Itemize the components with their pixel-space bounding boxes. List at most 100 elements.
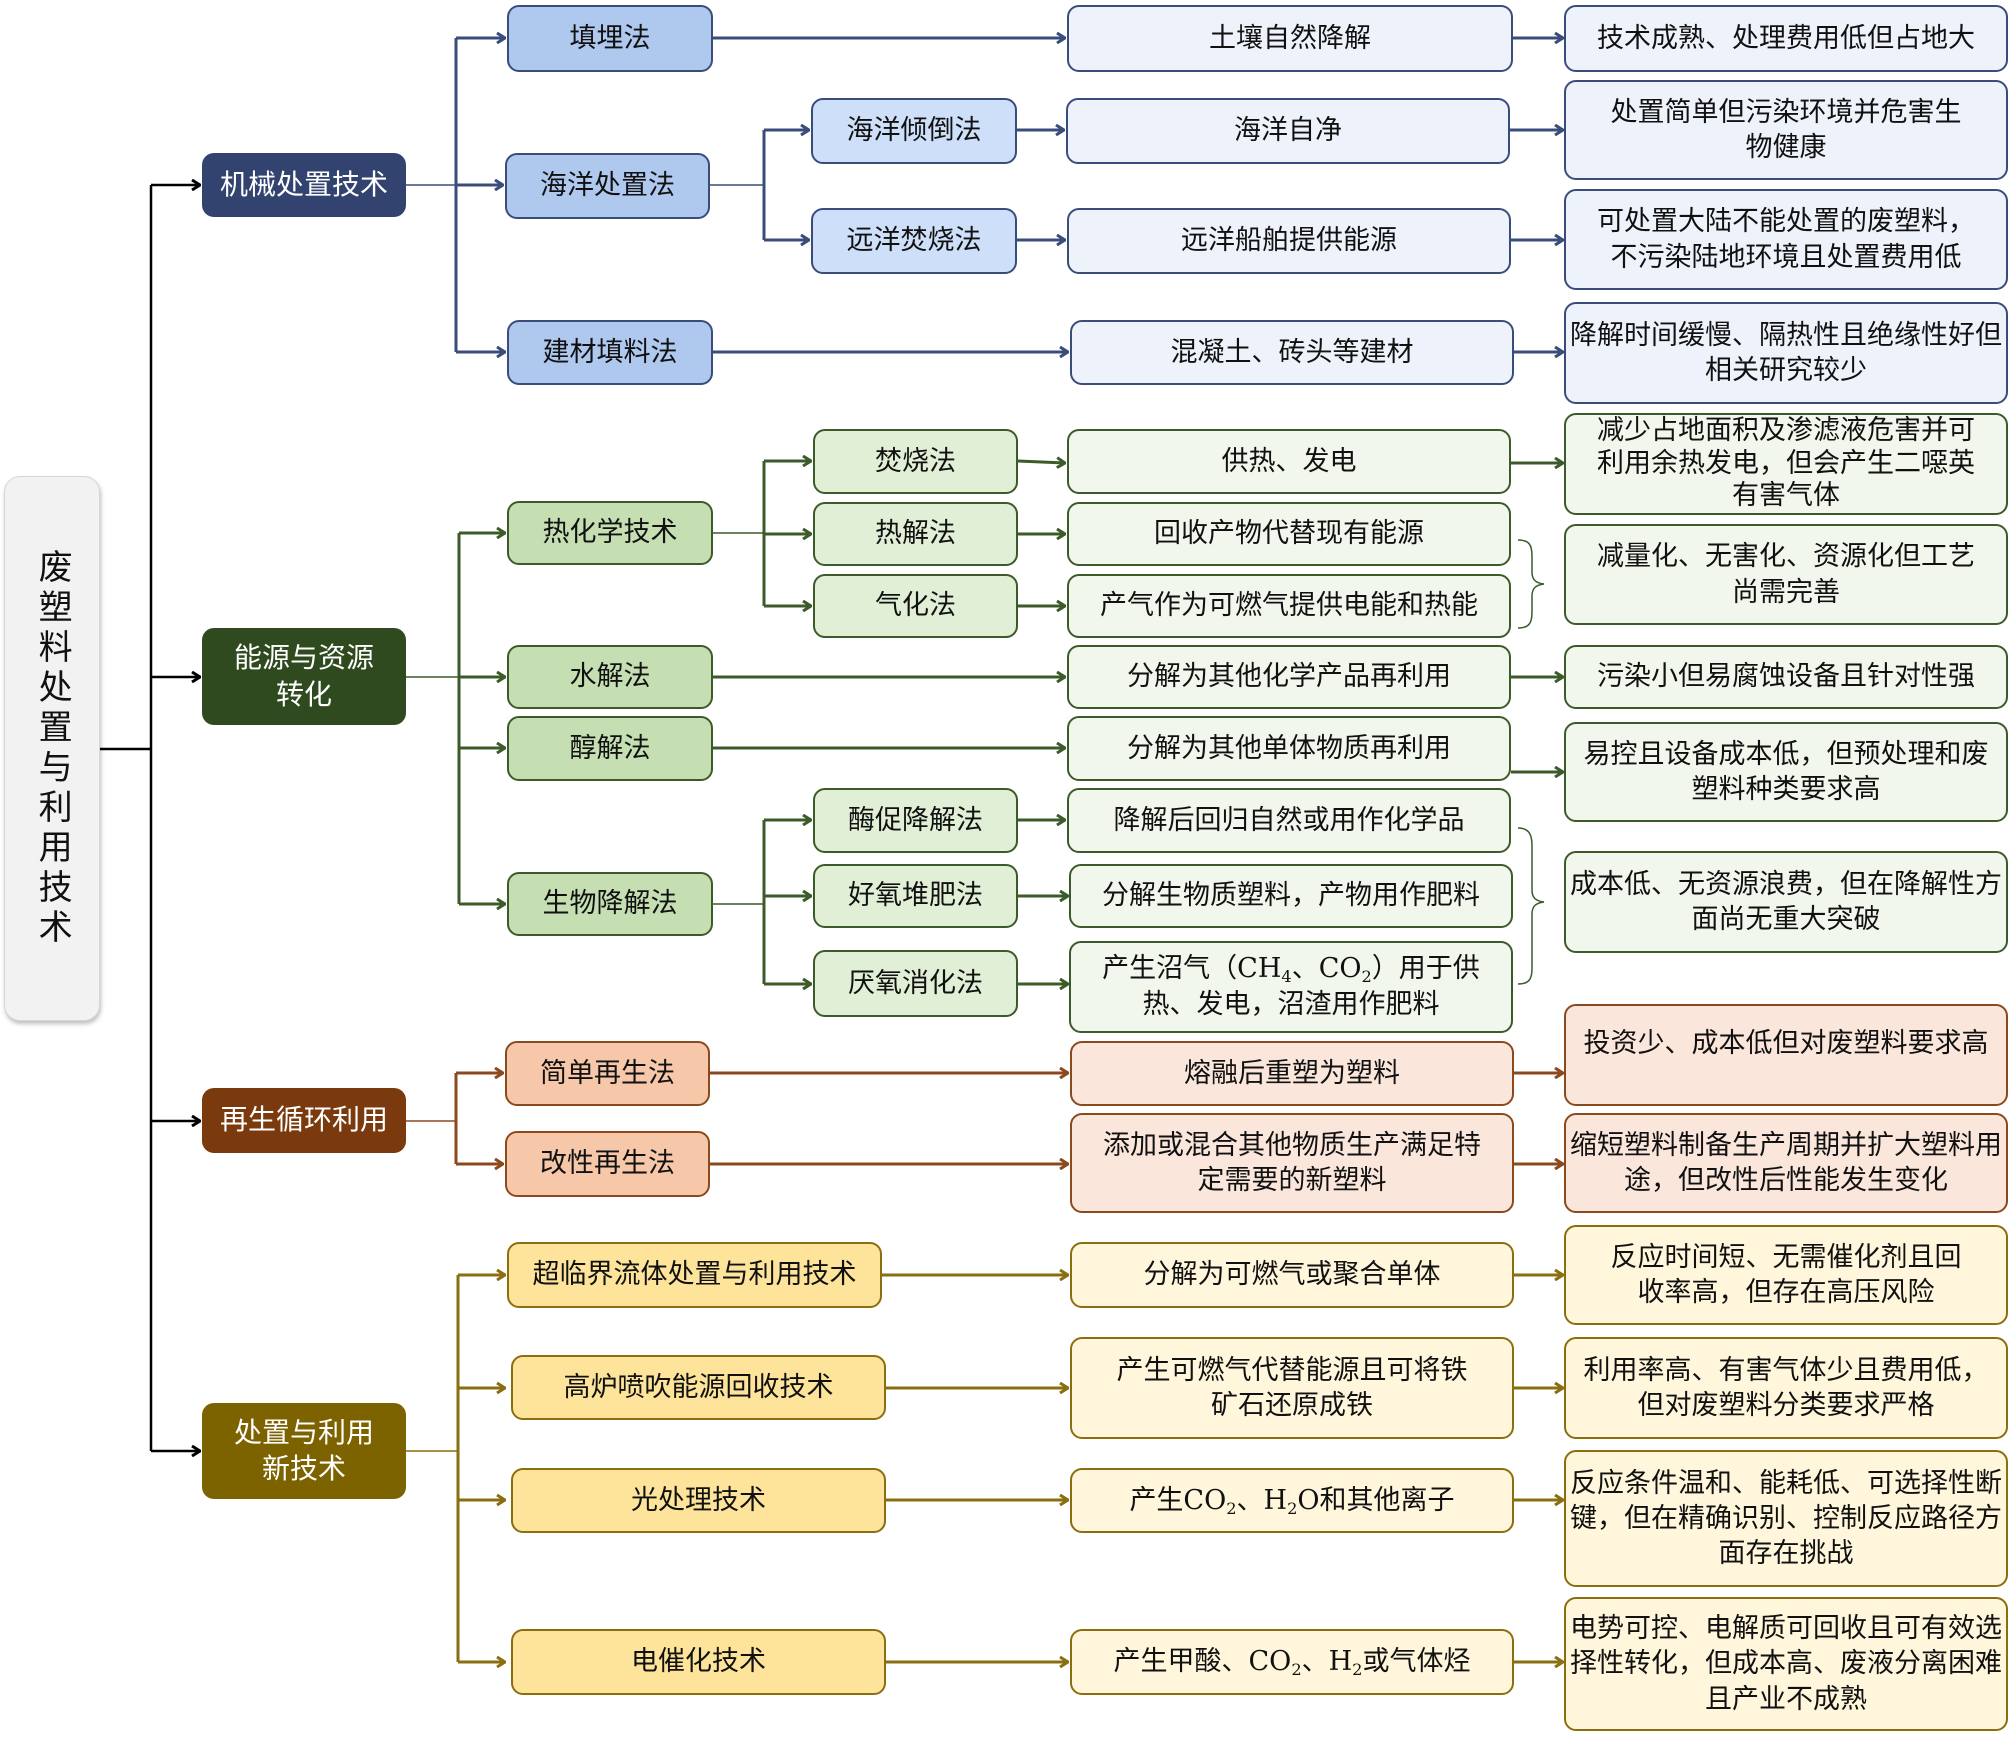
method-simple-recycling: 简单再生法	[505, 1041, 710, 1106]
result-gasification: 产气作为可燃气提供电能和热能	[1067, 574, 1511, 638]
text-part: 产生沼气（CH	[1102, 953, 1282, 985]
subscript: 2	[1361, 967, 1372, 987]
assessment-label: 缩短塑料制备生产周期并扩大塑料用途，但改性后性能发生变化	[1570, 1129, 2002, 1196]
assessment-landfill: 技术成熟、处理费用低但占地大	[1564, 5, 2008, 72]
method-ocean-incineration: 远洋焚烧法	[811, 208, 1017, 274]
result-building-fill: 混凝土、砖头等建材	[1070, 320, 1514, 385]
result-label: 混凝土、砖头等建材	[1170, 336, 1414, 368]
result-hydrolysis: 分解为其他化学产品再利用	[1067, 645, 1511, 709]
result-label: 回收产物代替现有能源	[1154, 518, 1424, 550]
assessment-label: 减量化、无害化、资源化但工艺尚需完善	[1597, 541, 1975, 608]
assessment-label: 电势可控、电解质可回收且可有效选择性转化，但成本高、废液分离困难且产业不成熟	[1570, 1613, 2002, 1715]
method-label: 海洋倾倒法	[846, 115, 982, 147]
method-photo: 光处理技术	[511, 1468, 886, 1533]
result-incineration: 供热、发电	[1067, 429, 1511, 494]
assessment-label: 降解时间缓慢、隔热性且绝缘性好但相关研究较少	[1570, 319, 2002, 386]
category-new-tech: 处置与利用新技术	[202, 1403, 406, 1499]
method-alcoholysis: 醇解法	[507, 716, 713, 781]
result-enzymatic: 降解后回归自然或用作化学品	[1067, 788, 1511, 853]
assessment-supercritical: 反应时间短、无需催化剂且回收率高，但存在高压风险	[1564, 1225, 2008, 1325]
assessment-alcoholysis: 易控且设备成本低，但预处理和废塑料种类要求高	[1564, 722, 2008, 822]
text-part: ）用于供热、发电，沼渣用作肥料	[1142, 953, 1480, 1021]
result-label: 熔融后重塑为塑料	[1184, 1057, 1400, 1089]
method-label: 生物降解法	[542, 888, 678, 920]
method-enzymatic: 酶促降解法	[813, 788, 1018, 853]
result-anaerobic: 产生沼气（CH4、CO2）用于供热、发电，沼渣用作肥料	[1069, 941, 1513, 1033]
result-pyrolysis: 回收产物代替现有能源	[1067, 502, 1511, 566]
result-label: 产生沼气（CH4、CO2）用于供热、发电，沼渣用作肥料	[1101, 951, 1481, 1022]
text-part: 产生甲酸、CO	[1113, 1646, 1292, 1678]
assessment-label: 反应时间短、无需催化剂且回收率高，但存在高压风险	[1610, 1241, 1962, 1308]
method-blast-furnace: 高炉喷吹能源回收技术	[511, 1355, 886, 1420]
method-label: 热解法	[875, 518, 956, 550]
assessment-ocean-dumping: 处置简单但污染环境并危害生物健康	[1564, 80, 2008, 180]
result-label: 分解为可燃气或聚合单体	[1143, 1259, 1441, 1291]
assessment-label: 利用率高、有害气体少且费用低，但对废塑料分类要求严格	[1583, 1354, 1989, 1421]
text-part: 产生CO	[1129, 1484, 1227, 1516]
result-label: 供热、发电	[1221, 445, 1357, 477]
assessment-pyrolysis-gasification: 减量化、无害化、资源化但工艺尚需完善	[1564, 524, 2008, 625]
method-landfill: 填埋法	[507, 5, 713, 72]
category-energy: 能源与资源转化	[202, 628, 406, 725]
assessment-label: 可处置大陆不能处置的废塑料， 不污染陆地环境且处置费用低	[1597, 206, 1975, 273]
root-node: 废塑料处置与利用技术	[4, 476, 100, 1021]
method-label: 焚烧法	[875, 445, 956, 477]
subscript: 2	[1226, 1498, 1237, 1518]
result-label: 海洋自净	[1234, 115, 1342, 147]
assessment-hydrolysis: 污染小但易腐蚀设备且针对性强	[1564, 645, 2008, 709]
assessment-photo: 反应条件温和、能耗低、可选择性断键，但在精确识别、控制反应路径方面存在挑战	[1564, 1450, 2008, 1587]
assessment-building-fill: 降解时间缓慢、隔热性且绝缘性好但相关研究较少	[1564, 302, 2008, 404]
method-biodegradation: 生物降解法	[507, 872, 713, 936]
method-building-fill: 建材填料法	[507, 320, 713, 385]
assessment-label: 成本低、无资源浪费，但在降解性方面尚无重大突破	[1570, 868, 2002, 935]
method-ocean-disposal: 海洋处置法	[505, 153, 710, 219]
result-label: 产生甲酸、CO2、H2或气体烃	[1114, 1644, 1471, 1680]
method-gasification: 气化法	[813, 574, 1018, 638]
subscript: 2	[1352, 1659, 1363, 1679]
method-anaerobic: 厌氧消化法	[813, 950, 1018, 1017]
subscript: 4	[1281, 967, 1292, 987]
category-mechanical: 机械处置技术	[202, 153, 406, 217]
subscript: 2	[1291, 1659, 1302, 1679]
method-label: 远洋焚烧法	[846, 225, 982, 257]
assessment-label: 易控且设备成本低，但预处理和废塑料种类要求高	[1583, 738, 1989, 805]
method-label: 醇解法	[569, 732, 651, 764]
category-label: 机械处置技术	[219, 167, 388, 201]
result-electrocatalysis: 产生甲酸、CO2、H2或气体烃	[1070, 1629, 1514, 1695]
root-label: 废塑料处置与利用技术	[32, 548, 73, 949]
method-label: 建材填料法	[542, 336, 678, 368]
assessment-label: 投资少、成本低但对废塑料要求高	[1583, 1028, 1989, 1059]
method-label: 超临界流体处置与利用技术	[532, 1259, 857, 1291]
result-label: 土壤自然降解	[1209, 22, 1371, 54]
result-label: 分解生物质塑料，产物用作肥料	[1102, 880, 1480, 912]
method-label: 光处理技术	[631, 1484, 766, 1516]
category-label: 能源与资源转化	[233, 641, 374, 711]
method-label: 填埋法	[569, 22, 651, 54]
method-pyrolysis: 热解法	[813, 502, 1018, 566]
assessment-label: 反应条件温和、能耗低、可选择性断键，但在精确识别、控制反应路径方面存在挑战	[1570, 1467, 2002, 1570]
assessment-blast-furnace: 利用率高、有害气体少且费用低，但对废塑料分类要求严格	[1564, 1337, 2008, 1439]
result-label: 远洋船舶提供能源	[1181, 225, 1397, 257]
method-electrocatalysis: 电催化技术	[511, 1629, 886, 1695]
result-photo: 产生CO2、H2O和其他离子	[1070, 1468, 1514, 1533]
result-ocean-dumping: 海洋自净	[1066, 98, 1510, 164]
method-label: 水解法	[569, 661, 651, 693]
method-label: 气化法	[875, 590, 956, 622]
method-aerobic-compost: 好氧堆肥法	[813, 864, 1018, 928]
method-label: 改性再生法	[540, 1148, 675, 1180]
text-part: 、H	[1236, 1484, 1288, 1516]
method-label: 简单再生法	[540, 1057, 675, 1089]
result-blast-furnace: 产生可燃气代替能源且可将铁矿石还原成铁	[1070, 1337, 1514, 1439]
method-label: 好氧堆肥法	[848, 880, 983, 912]
result-label: 产气作为可燃气提供电能和热能	[1100, 590, 1478, 622]
assessment-electrocatalysis: 电势可控、电解质可回收且可有效选择性转化，但成本高、废液分离困难且产业不成熟	[1564, 1597, 2008, 1731]
assessment-label: 污染小但易腐蚀设备且针对性强	[1597, 661, 1975, 693]
assessment-label: 技术成熟、处理费用低但占地大	[1597, 22, 1975, 54]
result-label: 分解为其他单体物质再利用	[1127, 732, 1451, 764]
category-label: 再生循环利用	[219, 1103, 388, 1137]
method-supercritical: 超临界流体处置与利用技术	[507, 1242, 882, 1308]
assessment-simple-recycling: 投资少、成本低但对废塑料要求高	[1564, 1004, 2008, 1106]
result-ocean-incineration: 远洋船舶提供能源	[1067, 208, 1511, 274]
result-supercritical: 分解为可燃气或聚合单体	[1070, 1242, 1514, 1308]
result-label: 产生可燃气代替能源且可将铁矿石还原成铁	[1116, 1354, 1468, 1421]
